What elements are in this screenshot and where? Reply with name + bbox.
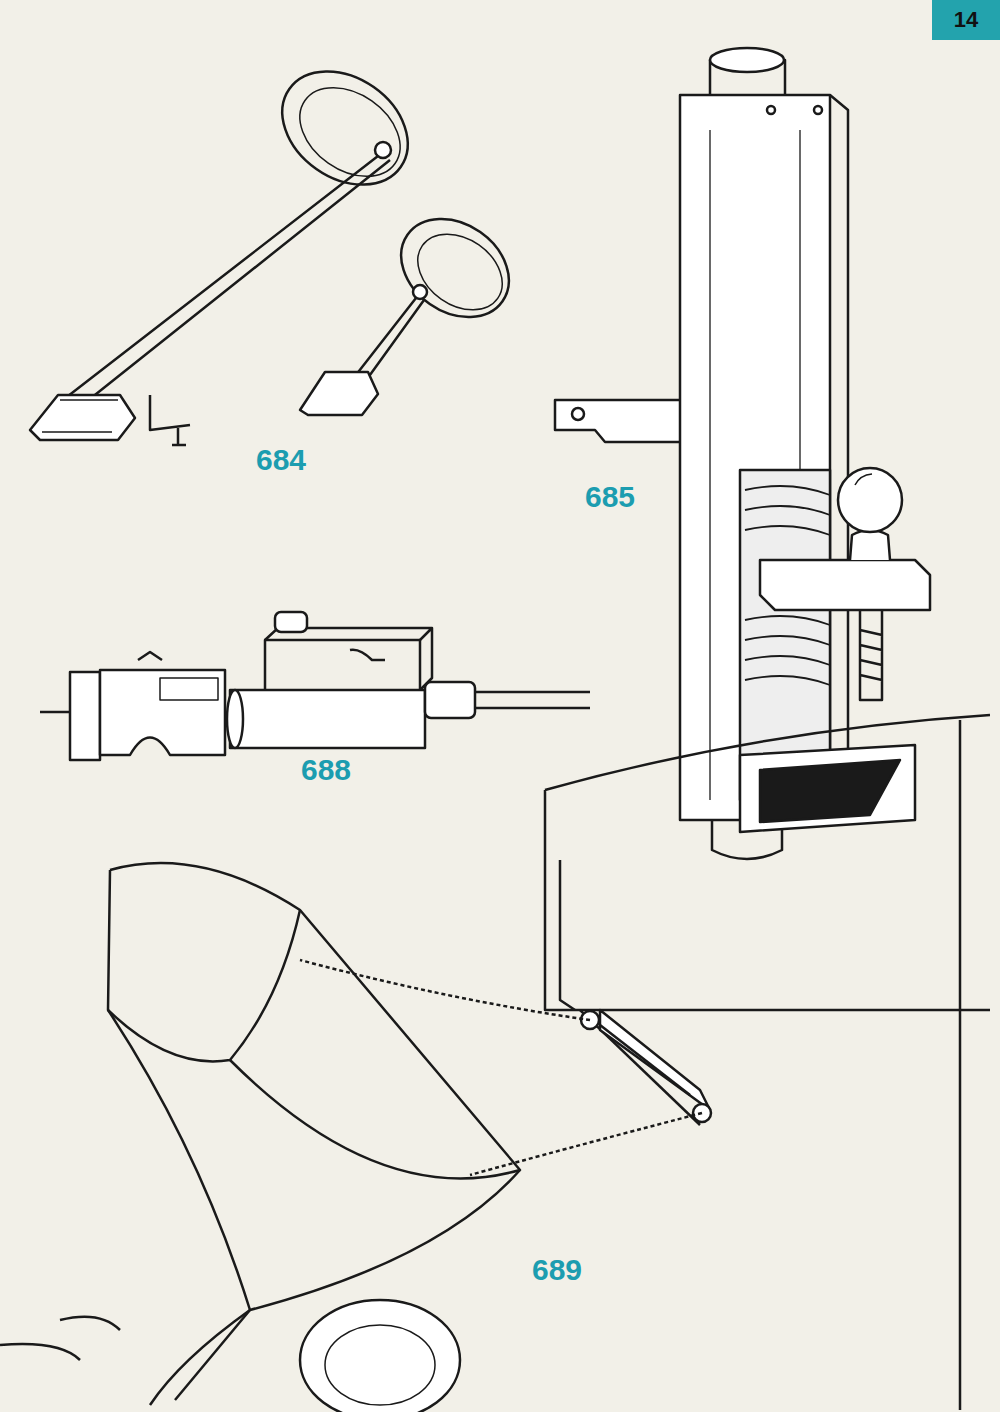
callout-number: 685 [582, 480, 638, 514]
page-number: 14 [954, 7, 978, 33]
mirror-pair [30, 48, 528, 445]
callout-number: 688 [298, 753, 354, 787]
brake-cylinder [40, 612, 590, 760]
tow-hitch [555, 48, 930, 859]
callout-number: 689 [529, 1253, 585, 1287]
page-number-box: 14 [932, 0, 1000, 40]
callout-number: 684 [253, 443, 309, 477]
car-tow-frame [0, 715, 990, 1412]
